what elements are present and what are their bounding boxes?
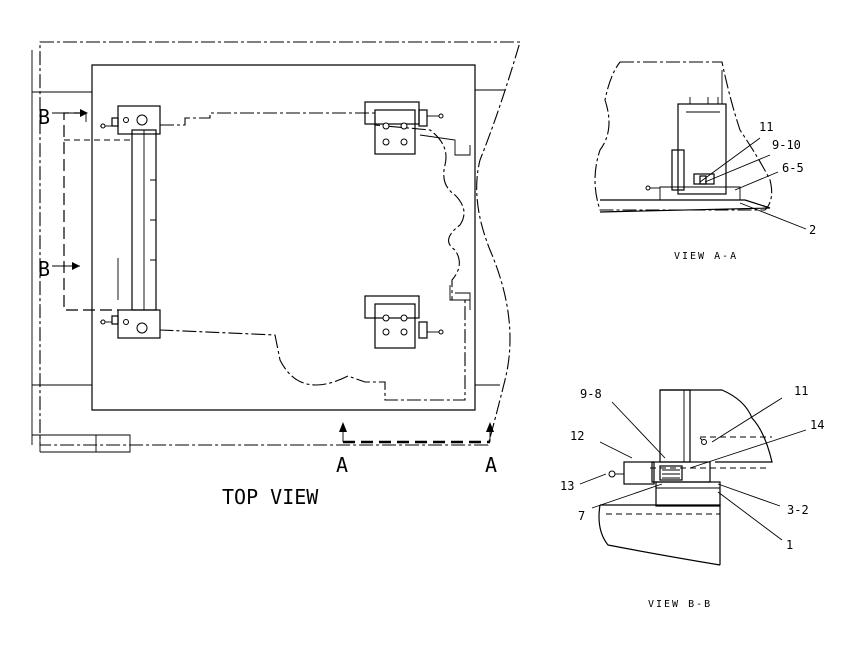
callout-b-14: 14 — [810, 418, 824, 432]
mount-lower-left — [100, 309, 161, 339]
view-b-b: 9-8 11 12 14 13 7 3-2 1 VIEW B-B — [560, 384, 824, 610]
view-a-housing — [677, 103, 727, 195]
view-b-title: VIEW B-B — [648, 599, 712, 610]
section-marker-b-upper: B — [38, 105, 50, 129]
view-b-column — [659, 389, 691, 463]
view-a-title: VIEW A-A — [674, 251, 738, 262]
callout-a-2: 2 — [809, 223, 816, 237]
mount-lower-right — [364, 295, 444, 349]
callout-a-6-5: 6-5 — [782, 161, 804, 175]
top-view-title: TOP VIEW — [222, 485, 319, 509]
callout-b-12: 12 — [570, 429, 584, 443]
mount-upper-right — [364, 101, 444, 155]
callout-b-7: 7 — [578, 509, 585, 523]
callout-b-3-2: 3-2 — [787, 503, 809, 517]
top-view: B B A A TOP VIEW — [31, 41, 521, 509]
engine-outline — [159, 112, 466, 401]
section-marker-a-left: A — [336, 453, 348, 477]
callout-a-11: 11 — [759, 120, 773, 134]
section-marker-b-lower: B — [38, 257, 50, 281]
frame-outline — [39, 41, 521, 446]
callout-a-9-10: 9-10 — [772, 138, 801, 152]
view-a-a: 11 9-10 6-5 2 VIEW A-A — [594, 61, 816, 262]
section-marker-a-right: A — [485, 453, 497, 477]
callout-b-1: 1 — [786, 538, 793, 552]
view-a-outline — [594, 61, 773, 211]
section-line-b — [63, 112, 118, 311]
callout-b-11: 11 — [794, 384, 808, 398]
mount-upper-left — [100, 105, 161, 135]
callout-b-9-8: 9-8 — [580, 387, 602, 401]
inner-frame — [91, 64, 476, 411]
callout-b-13: 13 — [560, 479, 574, 493]
